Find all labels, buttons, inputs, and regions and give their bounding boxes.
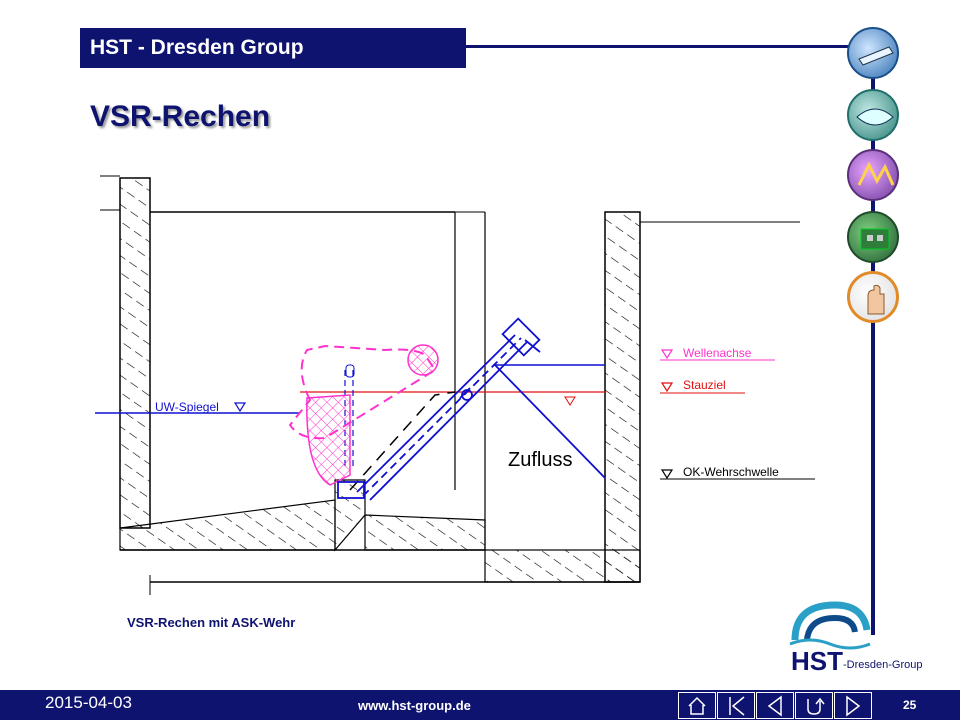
right-wall — [604, 211, 800, 583]
next-slide-button[interactable] — [834, 692, 872, 719]
rake-cross-section-diagram: UW-Spiegel Wellenachse Stauziel Zufluss … — [95, 175, 815, 595]
vsr-rake — [337, 317, 606, 501]
label-zufluss: Zufluss — [508, 449, 572, 471]
previous-slide-button[interactable] — [756, 692, 794, 719]
topic-icon-3[interactable] — [847, 149, 899, 201]
slide-title: VSR-Rechen — [90, 100, 271, 133]
topic-icon-2[interactable] — [847, 89, 899, 141]
footer-bar — [0, 690, 960, 720]
label-ok-wehrschwelle: OK-Wehrschwelle — [683, 465, 779, 479]
ask-flap-raised — [288, 344, 439, 486]
logo-letters: HST — [791, 646, 843, 676]
page-number: 25 — [903, 698, 917, 712]
return-icon — [807, 697, 825, 715]
first-slide-icon — [729, 696, 745, 716]
previous-slide-icon — [767, 695, 782, 717]
label-stauziel: Stauziel — [683, 378, 726, 392]
home-button[interactable] — [678, 692, 716, 719]
footer-date: 2015-04-03 — [45, 693, 132, 712]
home-icon — [688, 696, 706, 715]
figure-caption: VSR-Rechen mit ASK-Wehr — [127, 615, 296, 630]
left-wall — [100, 175, 151, 529]
label-wellenachse: Wellenachse — [683, 346, 752, 360]
side-divider — [871, 45, 875, 635]
header-divider — [466, 45, 876, 48]
topic-icon-5[interactable] — [847, 271, 899, 323]
return-button[interactable] — [795, 692, 833, 719]
first-slide-button[interactable] — [717, 692, 755, 719]
level-markers — [233, 349, 815, 480]
topic-icon-4[interactable] — [847, 211, 899, 263]
hst-logo: HST -Dresden-Group — [785, 600, 935, 685]
label-uw-spiegel: UW-Spiegel — [155, 400, 219, 414]
header-group-name: HST - Dresden Group — [80, 28, 466, 68]
logo-suffix: -Dresden-Group — [843, 659, 922, 671]
footer-url[interactable]: www.hst-group.de — [358, 698, 471, 713]
next-slide-icon — [846, 695, 861, 717]
basin-floor — [119, 479, 641, 595]
topic-icon-1[interactable] — [847, 27, 899, 79]
